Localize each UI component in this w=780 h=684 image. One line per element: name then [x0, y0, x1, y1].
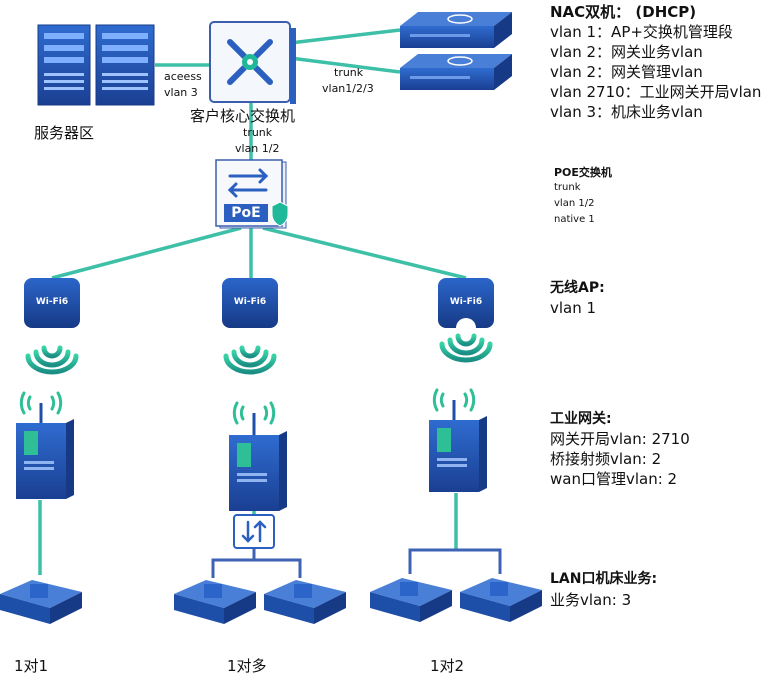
wifi-badge: Wi-Fi6 [449, 297, 483, 307]
link-mode: trunk [243, 126, 273, 139]
small-switch-icon [233, 514, 275, 549]
machine-tool-icon [460, 578, 542, 622]
industrial-gateway-2-icon [229, 401, 287, 511]
legend-line: vlan 1/2 [554, 198, 595, 209]
machine-tool-icon [370, 578, 452, 622]
industrial-gateway-1-icon [16, 391, 74, 499]
legend-line: wan口管理vlan: 2 [550, 470, 678, 488]
core-switch-label: 客户核心交换机 [190, 107, 296, 125]
machine-tools [0, 578, 542, 624]
legend-line: vlan 1：AP+交换机管理段 [550, 23, 733, 41]
legend-line: vlan 2：网关业务vlan [550, 43, 703, 61]
link-vlan: vlan 1/2 [235, 142, 280, 155]
legend-line: vlan 3：机床业务vlan [550, 103, 703, 121]
legend-line: native 1 [554, 214, 595, 225]
nac-device-1-icon [400, 12, 512, 48]
server-area-label: 服务器区 [34, 124, 95, 142]
wifi-badge: Wi-Fi6 [35, 297, 69, 307]
links [38, 28, 467, 575]
legend-line: vlan 2：网关管理vlan [550, 63, 703, 81]
legend-line: trunk [554, 182, 581, 193]
legend-line: vlan 1 [550, 299, 597, 317]
poe-badge: PoE [231, 205, 261, 221]
bus-1-to-many [211, 558, 302, 578]
bus-1-to-2 [408, 548, 502, 574]
poe-switch-icon [215, 159, 289, 229]
link-core-nac2 [289, 56, 401, 74]
machine-tool-icon [174, 580, 256, 624]
legend-title: 工业网关: [550, 411, 612, 427]
legend-line: 业务vlan: 3 [550, 591, 632, 609]
industrial-gateway-3-icon [429, 388, 487, 492]
wifi-ap-3-icon [438, 278, 494, 328]
wifi-signal-icon [25, 333, 493, 375]
wifi-badge: Wi-Fi6 [233, 297, 267, 307]
scenario-label-1to1: 1对1 [14, 657, 49, 675]
link-vlan: vlan 3 [164, 86, 198, 99]
link-vlan: vlan1/2/3 [322, 82, 374, 95]
link-poe-ap1 [51, 226, 242, 280]
link-core-nac1 [289, 28, 401, 45]
legend-title: 无线AP: [550, 280, 605, 296]
link-poe-ap3 [262, 226, 467, 280]
scenario-label-1tomany: 1对多 [227, 657, 267, 675]
core-switch-icon [209, 21, 296, 104]
legend-line: 桥接射频vlan: 2 [550, 450, 662, 468]
wifi-ap-2-icon [222, 278, 278, 328]
machine-tool-icon [264, 580, 346, 624]
legend-title: NAC双机： (DHCP) [550, 3, 697, 21]
link-mode: aceess [164, 70, 202, 83]
scenario-label-1to2: 1对2 [430, 657, 465, 675]
nac-device-2-icon [400, 54, 512, 90]
lan-links [211, 548, 502, 578]
link-mode: trunk [334, 66, 364, 79]
wifi-ap-1-icon [24, 278, 80, 328]
server-rack-icon [37, 24, 155, 106]
legend-line: 网关开局vlan: 2710 [550, 430, 690, 448]
machine-tool-icon [0, 580, 82, 624]
legend-title: LAN口机床业务: [550, 571, 658, 587]
legend-line: vlan 2710：工业网关开局vlan [550, 83, 762, 101]
legend-title: POE交换机 [554, 166, 612, 179]
